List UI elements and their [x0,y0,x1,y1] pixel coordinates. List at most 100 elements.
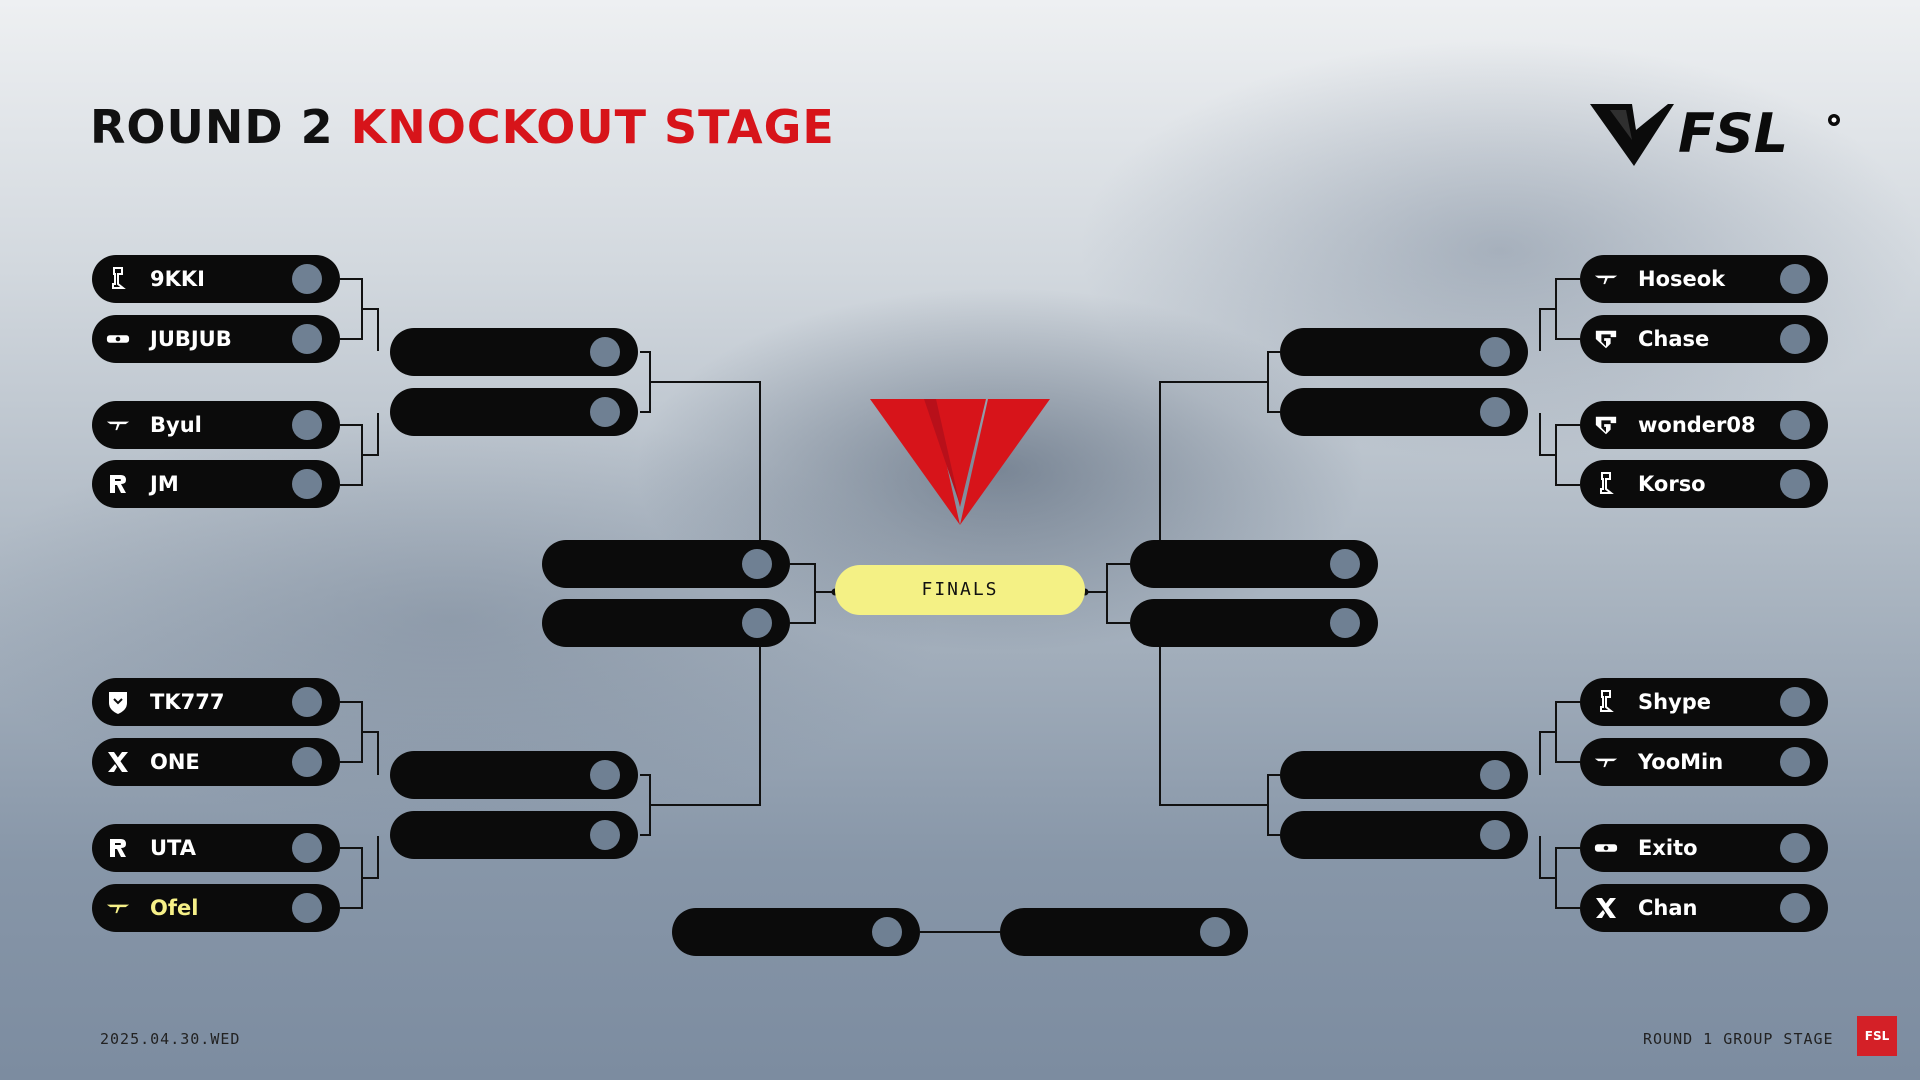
score-dot [590,337,620,367]
t1-logo-icon [1594,750,1618,774]
player-slot-tk777[interactable]: TK777 [92,678,340,726]
player-slot-9kki[interactable]: 9KKI [92,255,340,303]
page-title: ROUND 2 KNOCKOUT STAGE [90,100,835,154]
qf-slot-left-4[interactable] [390,811,638,859]
player-name: Shype [1638,690,1712,714]
player-slot-shype[interactable]: Shype [1580,678,1828,726]
team-logo-icon [106,267,130,291]
score-dot [1200,917,1230,947]
player-slot-wonder08[interactable]: wonder08 [1580,401,1828,449]
team-logo-icon [1594,690,1618,714]
gen-logo-icon [1594,413,1618,437]
score-dot [1780,833,1810,863]
score-dot [1480,820,1510,850]
player-name: UTA [150,836,196,860]
team-logo-icon [1594,472,1618,496]
score-dot [292,264,322,294]
player-name: Hoseok [1638,267,1726,291]
score-dot [1330,608,1360,638]
player-name: Chan [1638,896,1698,920]
gen-logo-icon [1594,327,1618,351]
score-dot [1480,760,1510,790]
r-logo-icon [106,836,130,860]
third-place-slot-1[interactable] [672,908,920,956]
score-dot [1780,469,1810,499]
player-slot-uta[interactable]: UTA [92,824,340,872]
player-slot-yoomin[interactable]: YooMin [1580,738,1828,786]
score-dot [1330,549,1360,579]
score-dot [742,608,772,638]
score-dot [1780,747,1810,777]
qf-slot-left-3[interactable] [390,751,638,799]
player-name: ONE [150,750,200,774]
score-dot [292,410,322,440]
player-slot-jm[interactable]: JM [92,460,340,508]
player-name: Exito [1638,836,1698,860]
qf-slot-left-1[interactable] [390,328,638,376]
score-dot [292,893,322,923]
player-name: 9KKI [150,267,205,291]
score-dot [1480,337,1510,367]
qf-slot-right-1[interactable] [1280,328,1528,376]
player-name: wonder08 [1638,413,1756,437]
t1-logo-icon [1594,267,1618,291]
score-dot [590,397,620,427]
player-slot-hoseok[interactable]: Hoseok [1580,255,1828,303]
score-dot [292,324,322,354]
score-dot [1780,687,1810,717]
center-v-emblem-icon [870,399,1050,525]
score-dot [292,687,322,717]
score-dot [872,917,902,947]
sf-slot-left-2[interactable] [542,599,790,647]
team-logo-icon [1594,836,1618,860]
player-slot-byul[interactable]: Byul [92,401,340,449]
qf-slot-left-2[interactable] [390,388,638,436]
team-logo-icon [106,327,130,351]
player-name: Ofel [150,896,199,920]
player-slot-chan[interactable]: Chan [1580,884,1828,932]
score-dot [1780,324,1810,354]
finals-label[interactable]: FINALS [835,565,1085,615]
score-dot [292,747,322,777]
r-logo-icon [106,472,130,496]
sf-slot-left-1[interactable] [542,540,790,588]
player-name: Byul [150,413,202,437]
score-dot [1480,397,1510,427]
third-place-slot-2[interactable] [1000,908,1248,956]
score-dot [590,820,620,850]
score-dot [292,833,322,863]
shield-logo-icon [106,690,130,714]
player-name: JUBJUB [150,327,232,351]
title-stage: KNOCKOUT STAGE [350,100,835,154]
player-slot-ofel[interactable]: Ofel [92,884,340,932]
fsl-logo-text: FSL [1678,102,1788,165]
player-name: TK777 [150,690,225,714]
player-slot-chase[interactable]: Chase [1580,315,1828,363]
x-logo-icon [106,750,130,774]
player-slot-exito[interactable]: Exito [1580,824,1828,872]
player-slot-korso[interactable]: Korso [1580,460,1828,508]
qf-slot-right-3[interactable] [1280,751,1528,799]
qf-slot-right-4[interactable] [1280,811,1528,859]
score-dot [590,760,620,790]
fsl-logo-mark-icon: FSL [1590,102,1840,166]
score-dot [1780,893,1810,923]
player-slot-one[interactable]: ONE [92,738,340,786]
score-dot [1780,410,1810,440]
x-logo-icon [1594,896,1618,920]
next-stage-label: ROUND 1 GROUP STAGE [1643,1030,1834,1048]
player-slot-jubjub[interactable]: JUBJUB [92,315,340,363]
player-name: Korso [1638,472,1706,496]
date-label: 2025.04.30.WED [100,1030,241,1048]
score-dot [1780,264,1810,294]
score-dot [292,469,322,499]
sf-slot-right-1[interactable] [1130,540,1378,588]
fsl-badge: FSL [1857,1016,1897,1056]
player-name: Chase [1638,327,1710,351]
sf-slot-right-2[interactable] [1130,599,1378,647]
qf-slot-right-2[interactable] [1280,388,1528,436]
player-name: YooMin [1638,750,1724,774]
title-round: ROUND 2 [90,100,334,154]
t1-logo-icon [106,413,130,437]
